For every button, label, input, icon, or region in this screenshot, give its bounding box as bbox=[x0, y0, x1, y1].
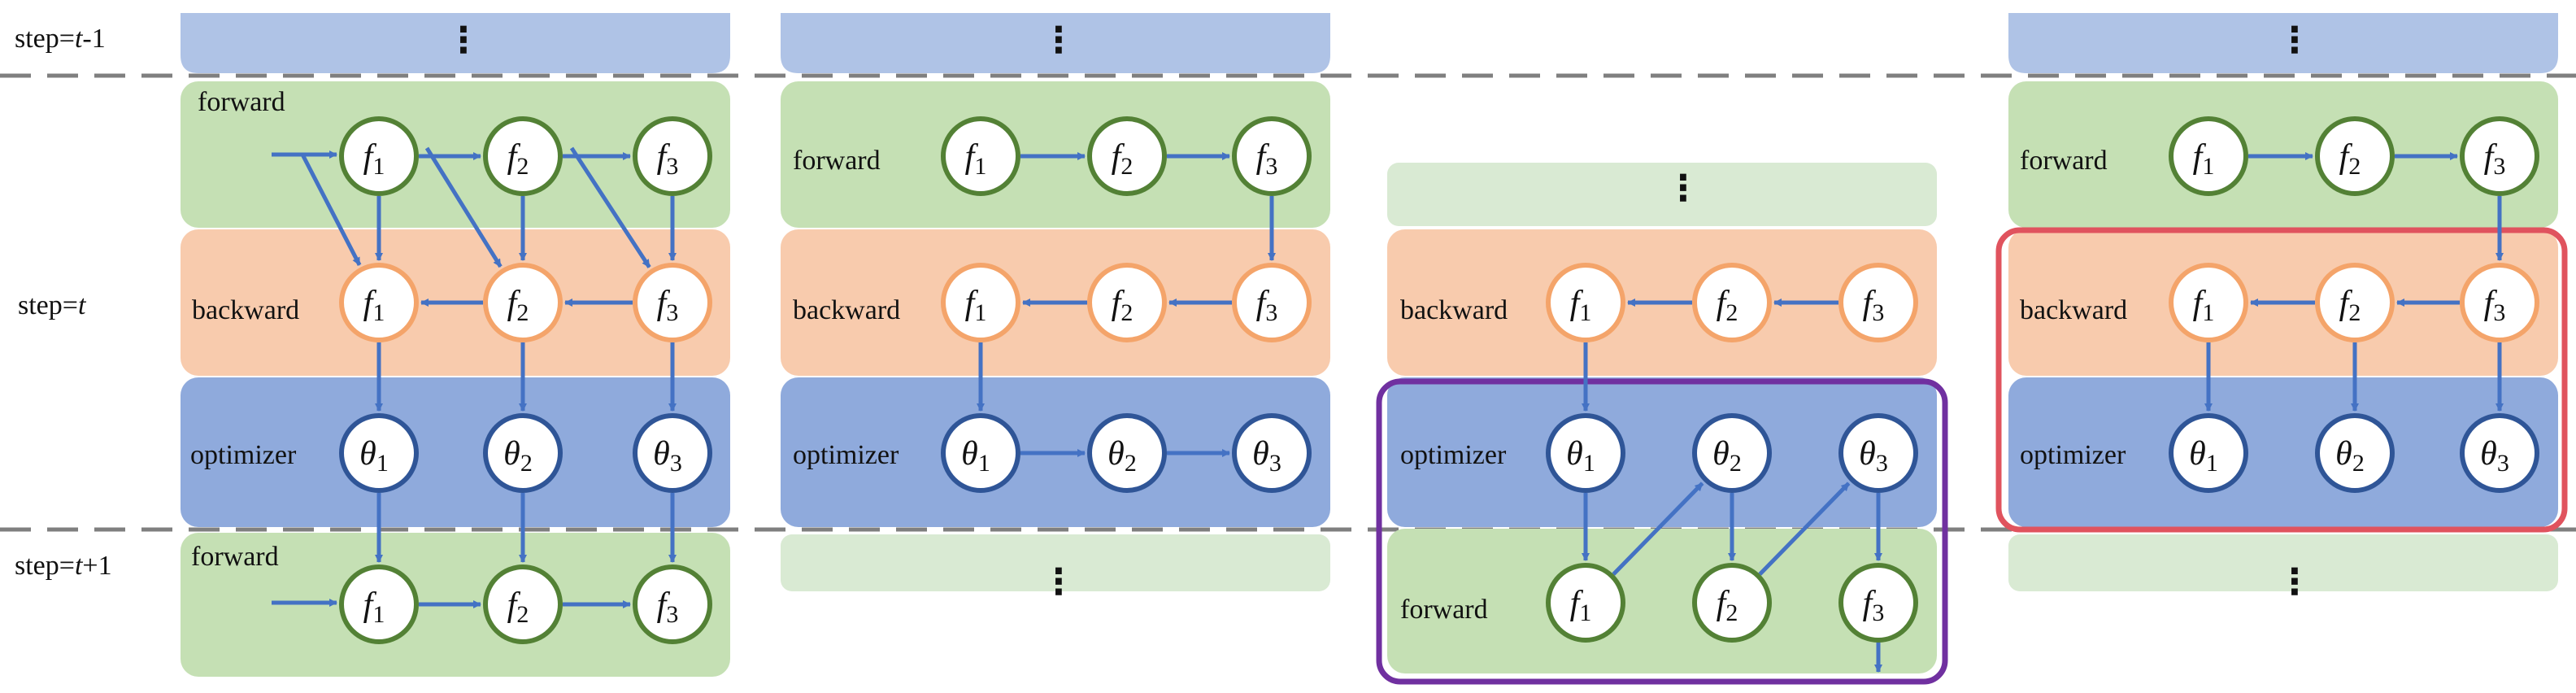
optimizer-node-c1o2 bbox=[633, 413, 712, 493]
prev-band-col1 bbox=[181, 13, 730, 73]
arrow-36 bbox=[1758, 482, 1851, 576]
optimizer-node-c1o1 bbox=[483, 413, 563, 493]
forward-node-c1f1 bbox=[483, 116, 563, 196]
optimizer-node-c1o0-label: θ1 bbox=[359, 435, 389, 477]
backward-node-c3b0 bbox=[1546, 263, 1625, 342]
forward-node-c4f2 bbox=[2460, 116, 2539, 196]
forward-label-col2: forward bbox=[793, 146, 881, 176]
optimizer-node-c3o1-label: θ2 bbox=[1712, 435, 1742, 477]
optimizer-node-c3o1 bbox=[1692, 413, 1772, 493]
optimizer-band-col1 bbox=[181, 377, 730, 527]
step-label-prev: step=t-1 bbox=[15, 24, 106, 54]
forward-node-c1f2 bbox=[633, 116, 712, 196]
optimizer-node-c2o0-label: θ1 bbox=[961, 435, 990, 477]
arrow-34 bbox=[1612, 482, 1704, 576]
optimizer-node-c4o0 bbox=[2169, 413, 2248, 493]
backward-label-col4: backward bbox=[2020, 295, 2127, 325]
ellipsis-col2-top: ⋮ bbox=[1041, 20, 1077, 61]
optimizer-node-c3o0 bbox=[1546, 413, 1625, 493]
forward-prev-band-col3 bbox=[1387, 163, 1937, 226]
backward-node-c2b0 bbox=[941, 263, 1020, 342]
optimizer-band-col3 bbox=[1387, 377, 1937, 527]
forward-node-c2f1 bbox=[1087, 116, 1167, 196]
forward-node-c1f0 bbox=[339, 116, 419, 196]
prev-band-col2 bbox=[781, 13, 1330, 73]
forward-node-c3f0 bbox=[1546, 563, 1625, 643]
forward-node-c1n2 bbox=[633, 564, 712, 644]
forward-node-c2f2 bbox=[1232, 116, 1312, 196]
optimizer-node-c4o2 bbox=[2460, 413, 2539, 493]
backward-label-col3: backward bbox=[1400, 295, 1508, 325]
forward-label-col3: forward bbox=[1400, 595, 1488, 625]
backward-label-col1: backward bbox=[192, 295, 299, 325]
forward-node-c3f1 bbox=[1692, 563, 1772, 643]
optimizer-node-c3o2 bbox=[1838, 413, 1918, 493]
optimizer-label-col3: optimizer bbox=[1400, 440, 1507, 470]
optimizer-node-c2o0 bbox=[941, 413, 1020, 493]
forward-band-col3 bbox=[1387, 529, 1937, 673]
optimizer-node-c2o1-label: θ2 bbox=[1107, 435, 1137, 477]
ellipsis-col4-top: ⋮ bbox=[2277, 20, 2313, 61]
optimizer-label-col2: optimizer bbox=[793, 440, 899, 470]
ellipsis-col1-top: ⋮ bbox=[446, 20, 481, 61]
forward-node-c4f0 bbox=[2169, 116, 2248, 196]
backward-node-c4b2 bbox=[2460, 263, 2539, 342]
backward-label-col2: backward bbox=[793, 295, 900, 325]
highlight-box-red bbox=[1995, 227, 2568, 533]
ellipsis-col3-top: ⋮ bbox=[1665, 168, 1701, 209]
prev-band-col4 bbox=[2008, 13, 2558, 73]
forward-next-band-col2 bbox=[781, 534, 1330, 591]
ellipsis-col2-bottom: ⋮ bbox=[1041, 561, 1077, 603]
arrow-7 bbox=[569, 146, 651, 268]
forward-next-label-col1: forward bbox=[191, 542, 279, 572]
ellipsis-col4-bottom: ⋮ bbox=[2277, 561, 2313, 603]
highlight-box-purple bbox=[1376, 378, 1948, 685]
optimizer-node-c2o2 bbox=[1232, 413, 1312, 493]
forward-label-col1: forward bbox=[198, 87, 285, 117]
step-label-next: step=t+1 bbox=[15, 551, 112, 581]
optimizer-node-c4o0-label: θ1 bbox=[2189, 435, 2218, 477]
forward-node-c4f1 bbox=[2315, 116, 2395, 196]
forward-node-c1n1 bbox=[483, 564, 563, 644]
arrow-6 bbox=[424, 146, 503, 268]
backward-node-c1b1 bbox=[483, 263, 563, 342]
optimizer-label-col1: optimizer bbox=[190, 440, 297, 470]
optimizer-node-c1o1-label: θ2 bbox=[503, 435, 533, 477]
optimizer-node-c4o1-label: θ2 bbox=[2335, 435, 2365, 477]
optimizer-node-c4o1 bbox=[2315, 413, 2395, 493]
forward-node-c2f0 bbox=[941, 116, 1020, 196]
backward-node-c2b1 bbox=[1087, 263, 1167, 342]
backward-node-c4b0 bbox=[2169, 263, 2248, 342]
optimizer-label-col4: optimizer bbox=[2020, 440, 2126, 470]
optimizer-node-c3o2-label: θ3 bbox=[1859, 435, 1888, 477]
forward-node-c1n0 bbox=[339, 564, 419, 644]
backward-node-c1b0 bbox=[339, 263, 419, 342]
optimizer-band-col4 bbox=[2008, 377, 2558, 527]
step-label-curr: step=t bbox=[18, 290, 87, 320]
optimizer-node-c3o0-label: θ1 bbox=[1566, 435, 1595, 477]
forward-node-c3f2 bbox=[1838, 563, 1918, 643]
backward-node-c4b1 bbox=[2315, 263, 2395, 342]
backward-node-c3b2 bbox=[1838, 263, 1918, 342]
backward-node-c2b2 bbox=[1232, 263, 1312, 342]
forward-label-col4: forward bbox=[2020, 146, 2108, 176]
optimizer-node-c4o2-label: θ3 bbox=[2480, 435, 2509, 477]
forward-next-band-col4 bbox=[2008, 534, 2558, 591]
optimizer-node-c1o2-label: θ3 bbox=[653, 435, 682, 477]
backward-node-c1b2 bbox=[633, 263, 712, 342]
optimizer-node-c1o0 bbox=[339, 413, 419, 493]
optimizer-node-c2o1 bbox=[1087, 413, 1167, 493]
backward-node-c3b1 bbox=[1692, 263, 1772, 342]
arrow-3 bbox=[300, 153, 362, 266]
optimizer-node-c2o2-label: θ3 bbox=[1252, 435, 1281, 477]
